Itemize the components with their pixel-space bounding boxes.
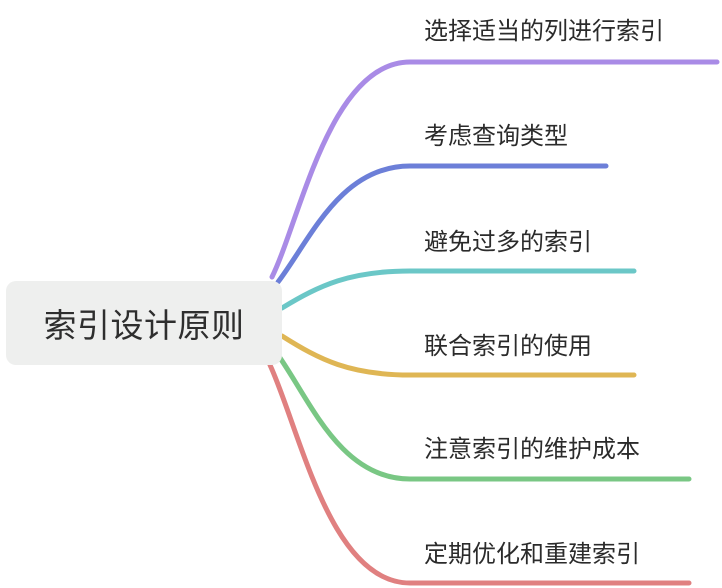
branch-line-composite-index bbox=[279, 333, 637, 378]
root-topic[interactable]: 索引设计原则 bbox=[6, 281, 282, 365]
root-topic-label: 索引设计原则 bbox=[43, 306, 245, 345]
branch-line-optimize-rebuild bbox=[267, 362, 692, 586]
topic-optimize-rebuild[interactable]: 定期优化和重建索引 bbox=[424, 540, 640, 568]
topic-query-type[interactable]: 考虑查询类型 bbox=[424, 122, 568, 150]
branch-line-select-columns bbox=[269, 59, 720, 280]
topic-select-columns[interactable]: 选择适当的列进行索引 bbox=[424, 17, 664, 45]
topic-composite-index[interactable]: 联合索引的使用 bbox=[424, 332, 592, 360]
topic-avoid-excess-indexes[interactable]: 避免过多的索引 bbox=[424, 228, 592, 256]
branch-line-query-type bbox=[275, 163, 609, 285]
topic-maintenance-cost[interactable]: 注意索引的维护成本 bbox=[424, 435, 640, 463]
branch-line-avoid-excess bbox=[279, 268, 637, 311]
branch-line-maintenance-cost bbox=[275, 352, 692, 482]
